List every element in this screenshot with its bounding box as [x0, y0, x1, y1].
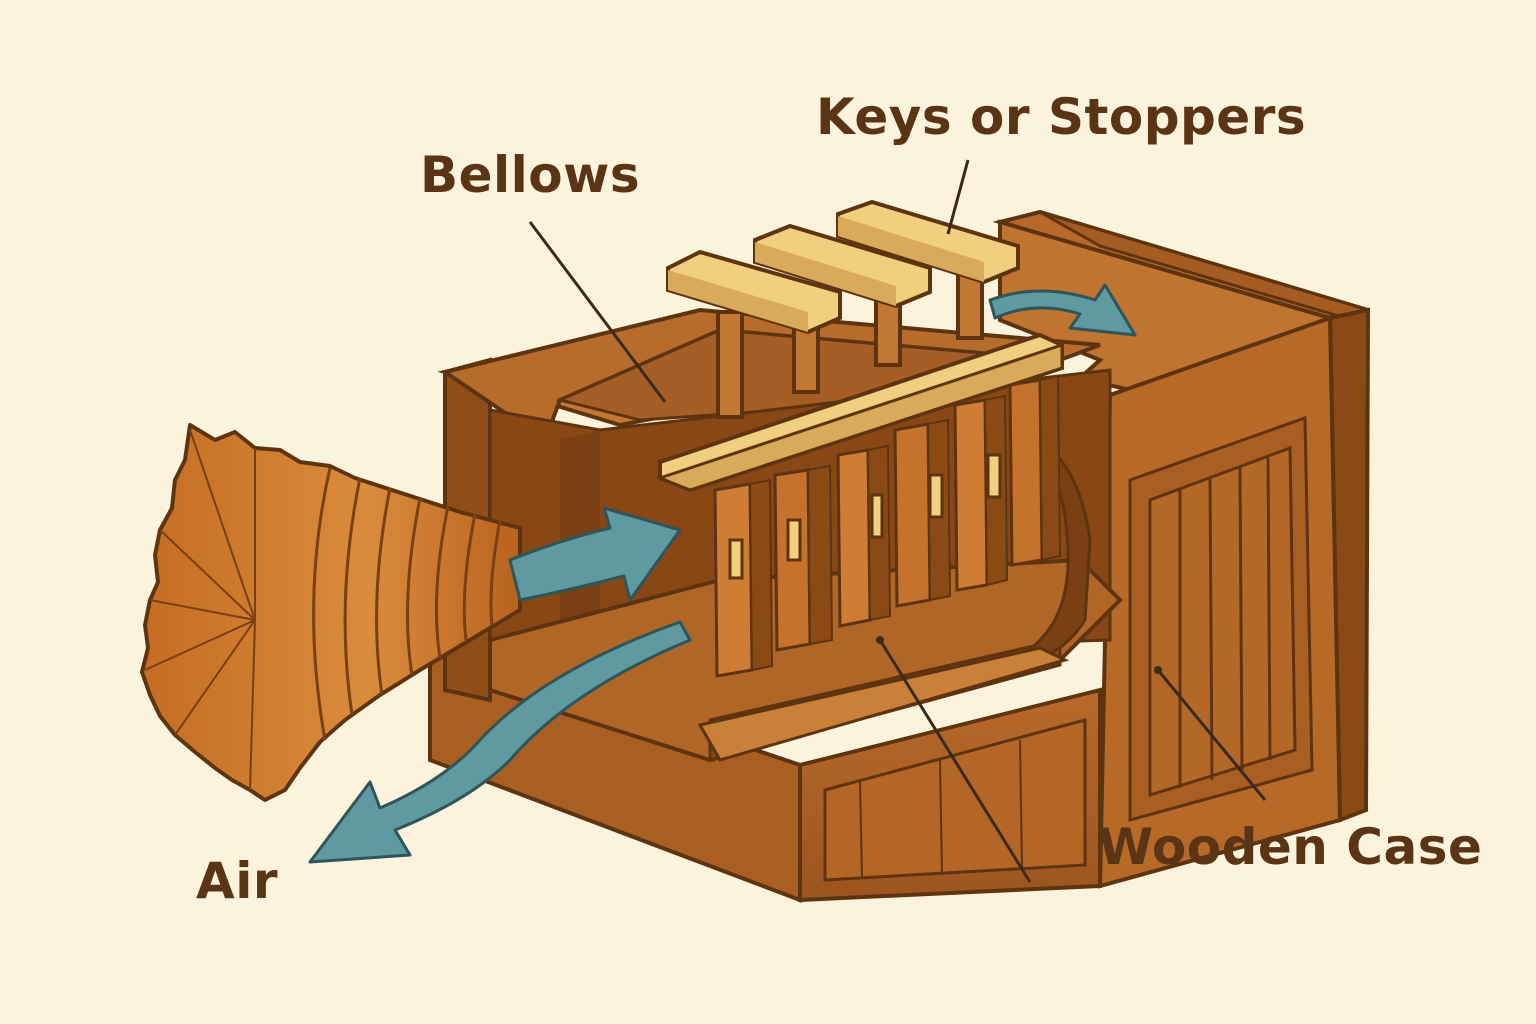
label-wooden-case: Wooden Case [1098, 818, 1483, 876]
leader-floor [878, 639, 1032, 883]
horn-icon [140, 423, 522, 802]
organ-pipes [713, 374, 1062, 678]
label-keys-or-stoppers: Keys or Stoppers [816, 88, 1307, 146]
leader-keys [946, 159, 970, 235]
keys-stoppers [666, 199, 1020, 419]
cross-bar [655, 332, 1064, 493]
wooden-case [428, 209, 1371, 903]
label-bellows: Bellows [420, 146, 641, 204]
leader-lines [528, 159, 1267, 883]
curved-arrow-icon [308, 283, 1137, 864]
leader-case [1156, 669, 1267, 801]
leader-bellows [528, 221, 667, 403]
label-air: Air [196, 852, 278, 910]
